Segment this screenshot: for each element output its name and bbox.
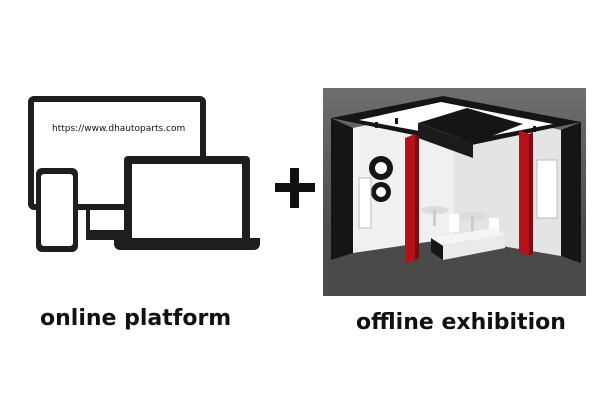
- booth-illustration: [323, 88, 586, 296]
- plus-icon: [275, 168, 315, 208]
- phone-icon: [36, 168, 78, 252]
- exhibition-booth-image: [323, 88, 586, 296]
- laptop-icon: [124, 156, 250, 240]
- monitor-stand: [86, 210, 132, 240]
- online-platform-caption: online platform: [40, 306, 232, 331]
- laptop-base: [114, 238, 260, 250]
- website-url: https://www.dhautoparts.com: [52, 124, 186, 134]
- devices-illustration: https://www.dhautoparts.com: [28, 96, 260, 252]
- offline-exhibition-caption: offline exhibition: [356, 310, 566, 335]
